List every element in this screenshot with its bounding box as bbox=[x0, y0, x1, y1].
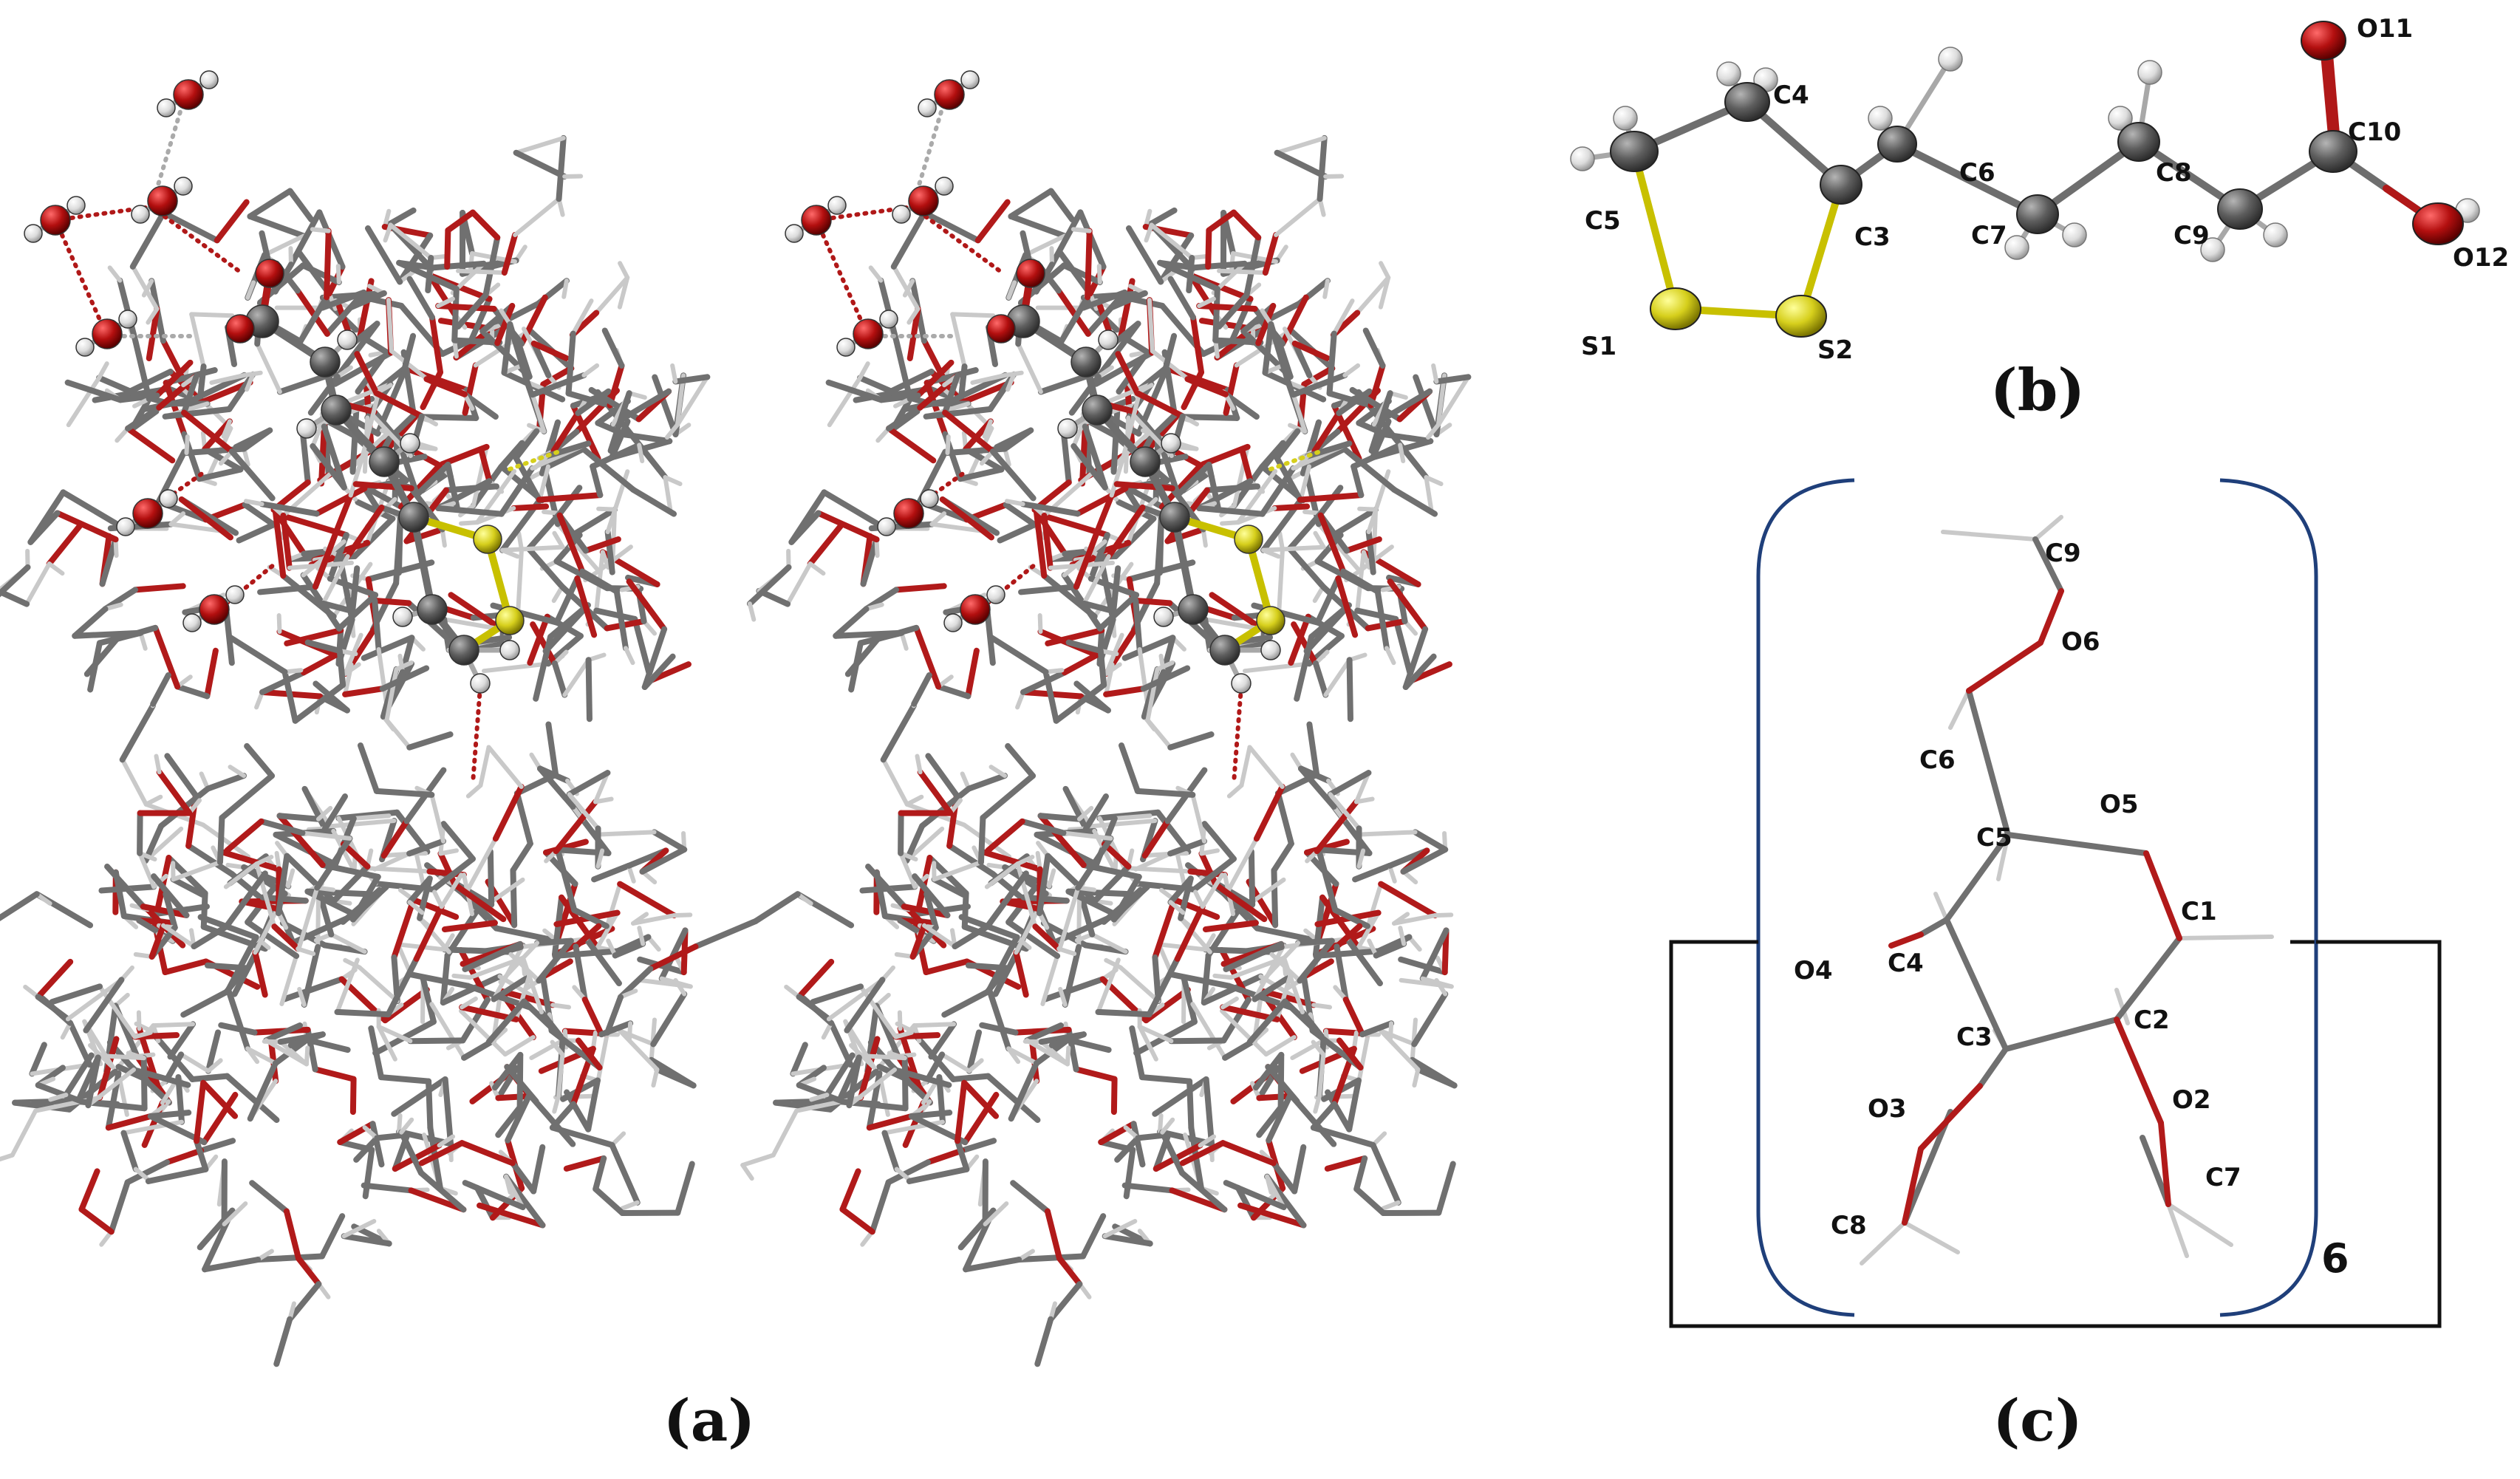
repeat-count: 6 bbox=[2321, 1235, 2349, 1282]
atom-label-c3-c: C3 bbox=[1956, 1022, 1993, 1052]
atom-label-c1: C1 bbox=[2181, 897, 2217, 926]
atom-label-c9-c: C9 bbox=[2045, 539, 2081, 568]
atom-label-c6: C6 bbox=[1959, 158, 1995, 188]
guest-and-water-ball-model bbox=[24, 70, 525, 694]
atom-label-c2: C2 bbox=[2134, 1005, 2170, 1035]
atom-label-c6-c: C6 bbox=[1919, 745, 1956, 775]
atom-label-o11: O11 bbox=[2357, 14, 2413, 44]
bracket-right bbox=[2219, 478, 2318, 1317]
panel-c-label: (c) bbox=[1993, 1387, 2082, 1455]
panel-b-lipoic-acid: C3 C4 C5 C6 C7 C8 C9 C10 O11 O12 S1 S2 (… bbox=[1570, 14, 2509, 424]
atom-label-c8: C8 bbox=[2156, 158, 2192, 188]
atom-label-c10: C10 bbox=[2348, 117, 2401, 147]
atom-label-c5: C5 bbox=[1585, 206, 1621, 236]
atom-label-s1: S1 bbox=[1581, 332, 1616, 361]
atom-label-c4: C4 bbox=[1773, 81, 1809, 110]
atom-label-c8-c: C8 bbox=[1831, 1211, 1867, 1240]
atom-label-c7-c: C7 bbox=[2205, 1163, 2241, 1192]
atom-label-c7: C7 bbox=[1971, 221, 2007, 250]
atom-label-o12: O12 bbox=[2453, 243, 2509, 273]
atom-label-o5: O5 bbox=[2100, 790, 2139, 819]
panel-a-label: (a) bbox=[663, 1387, 755, 1455]
cyclodextrin-stick-model bbox=[0, 100, 711, 1367]
panel-c-repeat-unit: C9 O6 C6 O5 C5 C1 O4 C4 C2 C3 O3 O2 C7 C… bbox=[1669, 478, 2442, 1455]
atom-label-s2: S2 bbox=[1817, 335, 1853, 365]
atom-label-c9: C9 bbox=[2174, 221, 2210, 250]
atom-label-o4: O4 bbox=[1794, 956, 1833, 986]
atom-label-o2: O2 bbox=[2172, 1085, 2211, 1115]
stereo-view-right bbox=[607, 71, 1468, 1364]
panel-a-stereo-pair: (a) bbox=[0, 71, 1468, 1455]
atom-label-c3: C3 bbox=[1854, 222, 1891, 252]
bracket-left bbox=[1756, 478, 1855, 1317]
stereo-view-left bbox=[0, 70, 711, 1367]
atom-label-c4-c: C4 bbox=[1888, 949, 1924, 978]
atom-label-o3: O3 bbox=[1868, 1094, 1907, 1124]
atom-label-o6: O6 bbox=[2061, 627, 2100, 657]
atom-label-c5-c: C5 bbox=[1976, 823, 2012, 853]
panel-b-label: (b) bbox=[1990, 357, 2085, 424]
